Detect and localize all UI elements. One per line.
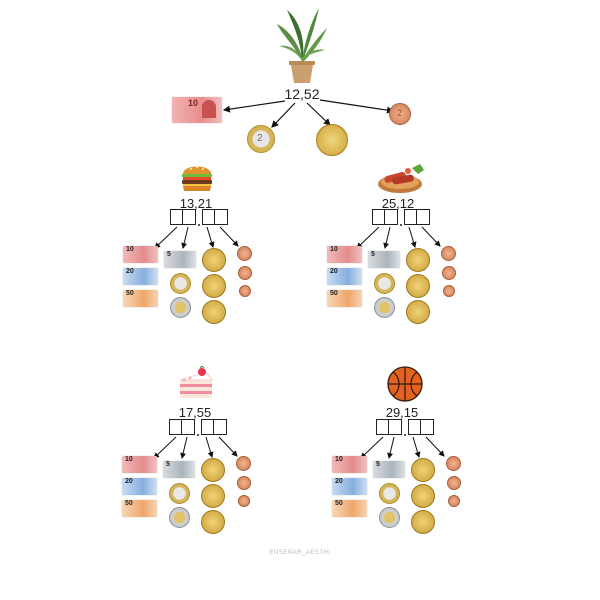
item-price: 25,12	[381, 196, 415, 211]
twenty-cent-coin	[406, 274, 430, 298]
one-cent-coin	[443, 285, 455, 297]
fifty-euro-note: 50	[332, 500, 367, 517]
money-value: 10	[335, 456, 343, 463]
five-cent-coin	[236, 456, 251, 471]
two-cent-coin	[447, 476, 461, 490]
two-cent-coin: 2	[389, 103, 411, 125]
fifty-cent-coin	[201, 458, 225, 482]
one-euro-coin	[374, 297, 395, 318]
five-euro-note: 5	[373, 461, 405, 478]
fifty-cent-coin	[316, 124, 348, 156]
top-arrows	[222, 99, 395, 128]
two-euro-coin	[374, 273, 395, 294]
five-cent-coin	[441, 246, 456, 261]
money-value: 5	[371, 251, 375, 258]
ten-euro-note: 10	[123, 246, 158, 263]
answer-box[interactable]	[181, 419, 195, 435]
money-value: 20	[126, 268, 134, 275]
money-value: 20	[125, 478, 133, 485]
one-cent-coin	[448, 495, 460, 507]
twenty-euro-note: 20	[123, 268, 158, 285]
fifty-cent-coin	[202, 248, 226, 272]
fifty-cent-coin	[411, 458, 435, 482]
potted-plant-icon	[275, 6, 329, 84]
one-euro-coin	[379, 507, 400, 528]
two-cent-coin	[238, 266, 252, 280]
two-cent-coin	[237, 476, 251, 490]
fifty-euro-note: 50	[122, 500, 157, 517]
decimal-dot	[404, 434, 406, 436]
twenty-euro-note: 20	[332, 478, 367, 495]
one-euro-coin	[169, 507, 190, 528]
ten-euro-note: 10	[172, 97, 222, 123]
money-value: 5	[376, 461, 380, 468]
answer-box[interactable]	[420, 419, 434, 435]
one-cent-coin	[238, 495, 250, 507]
fifty-cent-coin	[406, 248, 430, 272]
item-price: 29,15	[385, 405, 419, 420]
top-price: 12,52	[284, 86, 320, 102]
five-euro-note: 5	[163, 461, 195, 478]
sausage-plate-icon	[376, 162, 428, 194]
item-price: 13,21	[179, 196, 213, 211]
ten-euro-note: 10	[332, 456, 367, 473]
burger-icon	[180, 160, 214, 194]
money-value: 50	[126, 290, 134, 297]
five-euro-note: 5	[368, 251, 400, 268]
twenty-euro-note: 20	[327, 268, 362, 285]
decimal-dot	[197, 434, 199, 436]
money-value: 50	[125, 500, 133, 507]
two-euro-coin: 2	[247, 125, 275, 153]
twenty-cent-coin	[201, 484, 225, 508]
two-cent-coin	[442, 266, 456, 280]
money-value: 10	[330, 246, 338, 253]
ten-cent-coin	[411, 510, 435, 534]
twenty-cent-coin	[411, 484, 435, 508]
five-cent-coin	[237, 246, 252, 261]
twenty-cent-coin	[202, 274, 226, 298]
answer-box[interactable]	[388, 419, 402, 435]
money-value: 10	[126, 246, 134, 253]
decimal-dot	[400, 224, 402, 226]
note-value: 10	[188, 98, 199, 108]
two-euro-coin	[170, 273, 191, 294]
decimal-dot	[198, 224, 200, 226]
five-cent-coin	[446, 456, 461, 471]
ten-cent-coin	[202, 300, 226, 324]
money-value: 20	[335, 478, 343, 485]
money-value: 20	[330, 268, 338, 275]
answer-box[interactable]	[384, 209, 398, 225]
money-value: 10	[125, 456, 133, 463]
fifty-euro-note: 50	[327, 290, 362, 307]
answer-box[interactable]	[182, 209, 196, 225]
money-value: 5	[166, 461, 170, 468]
money-value: 5	[167, 251, 171, 258]
ten-cent-coin	[406, 300, 430, 324]
answer-box[interactable]	[416, 209, 430, 225]
item-price: 17,55	[178, 405, 212, 420]
coin-value: 2	[257, 133, 263, 144]
ten-euro-note: 10	[327, 246, 362, 263]
ten-cent-coin	[201, 510, 225, 534]
fifty-euro-note: 50	[123, 290, 158, 307]
two-euro-coin	[169, 483, 190, 504]
ten-euro-note: 10	[122, 456, 157, 473]
watermark: ENSEÑAR_AESTHI	[269, 550, 331, 556]
coin-value: 2	[397, 108, 403, 118]
money-value: 50	[330, 290, 338, 297]
twenty-euro-note: 20	[122, 478, 157, 495]
answer-box[interactable]	[214, 209, 228, 225]
two-euro-coin	[379, 483, 400, 504]
one-cent-coin	[239, 285, 251, 297]
one-euro-coin	[170, 297, 191, 318]
five-euro-note: 5	[164, 251, 196, 268]
answer-box[interactable]	[213, 419, 227, 435]
basketball-icon	[387, 366, 423, 402]
money-value: 50	[335, 500, 343, 507]
cake-slice-icon	[176, 365, 216, 402]
